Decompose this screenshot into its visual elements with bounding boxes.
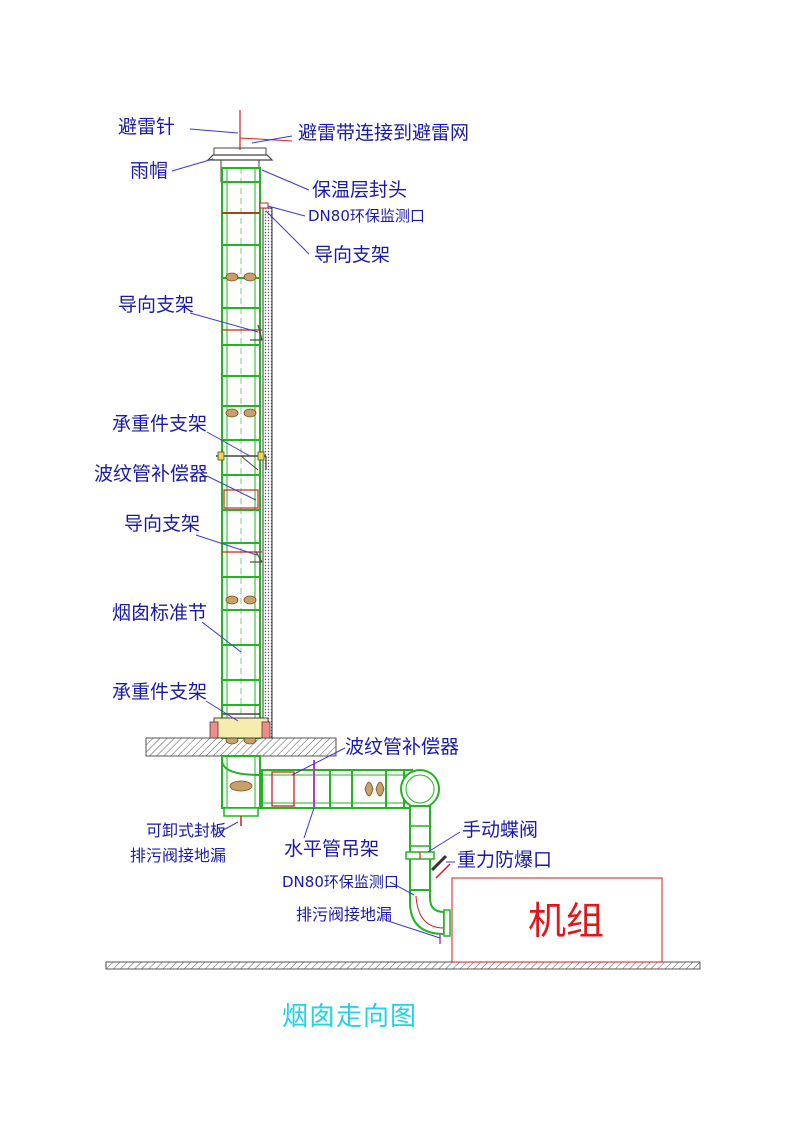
label-standard-section: 烟囱标准节: [112, 602, 208, 624]
leader-load-1: [206, 431, 251, 457]
label-load-support-2: 承重件支架: [112, 681, 208, 703]
label-rain-cap: 雨帽: [130, 160, 169, 182]
leader-guide-2: [189, 312, 259, 333]
leader-monitor-bottom: [389, 881, 415, 896]
downcomer: [409, 805, 431, 891]
leader-lightning-strip: [251, 135, 293, 144]
label-lightning-strip: 避雷带连接到避雷网: [298, 122, 470, 144]
label-horizontal-hanger: 水平管吊架: [284, 838, 380, 860]
unit-box: [451, 877, 663, 963]
insulation-bulge: [225, 595, 239, 605]
lower-riser: [221, 755, 261, 826]
label-load-support-1: 承重件支架: [112, 413, 208, 435]
leader-bellows-1: [206, 475, 257, 501]
label-insulation-cap: 保温层封头: [312, 179, 408, 201]
unit-flange: [443, 909, 451, 937]
leader-bellows-2: [291, 747, 346, 776]
load-support-1: [216, 451, 267, 471]
unit-box-label: 机组: [528, 899, 605, 943]
leader-lightning-rod: [189, 128, 239, 134]
label-guide-support-3: 导向支架: [124, 513, 201, 535]
label-bellows-2: 波纹管补偿器: [345, 736, 460, 758]
leader-standard: [201, 621, 242, 653]
down-elbow: [400, 769, 440, 809]
insulation-bulge: [225, 272, 239, 282]
explosion-vent: [430, 854, 451, 879]
insulation-bulge: [243, 595, 257, 605]
leader-guide-3: [195, 534, 258, 556]
label-drain-valve-1: 排污阀接地漏: [130, 846, 227, 865]
label-monitor-port-top: DN80环保监测口: [308, 207, 425, 225]
leader-drain-2: [384, 919, 441, 939]
rain-cap: [206, 154, 274, 161]
label-butterfly-valve: 手动蝶阀: [462, 819, 539, 841]
label-removable-plate: 可卸式封板: [146, 821, 227, 840]
label-guide-support-1: 导向支架: [314, 244, 391, 266]
horizontal-flue: [261, 760, 413, 809]
monitor-port-top: [259, 202, 269, 209]
ground-slab: [105, 961, 701, 970]
load-support-2: [209, 713, 271, 739]
insulation-bulge: [243, 408, 257, 418]
label-monitor-port-bottom: DN80环保监测口: [282, 873, 399, 891]
bellows-1: [223, 489, 259, 509]
label-explosion-vent: 重力防爆口: [457, 849, 553, 871]
diagram-title: 烟囱走向图: [282, 1002, 418, 1032]
leader-load-2: [205, 700, 239, 722]
label-bellows-1: 波纹管补偿器: [94, 463, 209, 485]
leader-rain-cap: [171, 158, 214, 172]
guide-support-1: [222, 324, 263, 341]
label-drain-valve-2: 排污阀接地漏: [296, 905, 393, 924]
butterfly-valve: [405, 851, 435, 860]
insulation-bulge: [225, 408, 239, 418]
leader-removable-plate: [213, 821, 239, 836]
guide-support-2: [222, 551, 263, 563]
leader-insulation-cap: [261, 169, 310, 191]
roof-slab: [145, 737, 337, 757]
label-guide-support-2: 导向支架: [118, 294, 195, 316]
label-lightning-rod: 避雷针: [118, 116, 176, 138]
building-wall: [262, 207, 273, 739]
leader-butterfly: [427, 831, 461, 853]
leader-hanger: [303, 807, 315, 839]
leader-guide-1: [265, 210, 310, 255]
insulation-bulge: [243, 272, 257, 282]
leader-monitor-top: [267, 205, 306, 217]
